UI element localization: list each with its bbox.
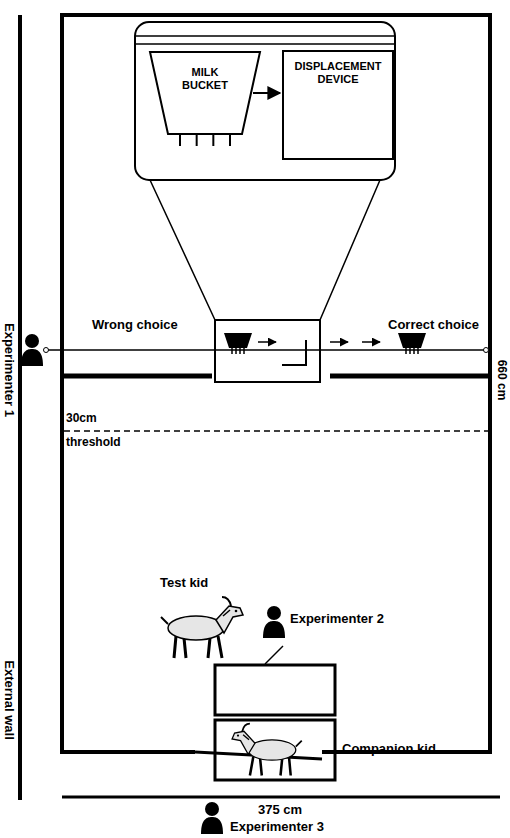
threshold-label: threshold (66, 436, 121, 450)
correct-bucket (398, 333, 426, 354)
choice-label: Correct choice (388, 318, 479, 333)
companion-kid-goat (232, 724, 302, 776)
inset-frame (135, 22, 395, 320)
choice-wire (44, 348, 489, 353)
correct-bucket (398, 333, 426, 354)
partition-walls (62, 374, 490, 379)
displacement-arrows (330, 341, 348, 343)
bucket-teat (212, 134, 214, 146)
experimenter-icon (201, 802, 223, 834)
milk-bucket: MILK BUCKET (150, 52, 260, 134)
node-text: MILK BUCKET (174, 66, 236, 92)
bucket-teat (196, 134, 198, 146)
test-kid-goat (161, 597, 243, 658)
start-boxes (265, 646, 283, 664)
node-text: DISPLACEMENT DEVICE (292, 60, 384, 86)
choice-wire (484, 348, 489, 353)
inset-frame (150, 180, 380, 320)
central-device (215, 320, 320, 382)
inset-frame (135, 22, 395, 180)
experimenter-icon (21, 334, 285, 834)
wall-label: External wall (2, 660, 17, 739)
start-boxes (215, 646, 335, 780)
inset-frame (135, 36, 395, 44)
dimension-label: 375 cm (258, 803, 302, 818)
companion-kid-goat (232, 724, 302, 776)
external-wall (20, 15, 21, 800)
threshold-label: 30cm (66, 412, 97, 426)
choice-wire (44, 348, 49, 353)
bucket-outline (150, 52, 260, 134)
experimenter-icon (263, 606, 285, 638)
central-device (215, 320, 320, 382)
start-boxes (215, 720, 335, 780)
arena-walls (60, 13, 500, 797)
bucket-outline (150, 52, 260, 134)
animal-label: Companion kid (342, 742, 436, 757)
threshold-line (64, 431, 488, 432)
choice-label: Wrong choice (92, 318, 178, 333)
animal-label: Test kid (160, 576, 208, 591)
experimenter-icon (21, 334, 43, 366)
bucket-teat (229, 134, 231, 146)
arena-walls (60, 13, 492, 754)
test-kid-goat (161, 597, 243, 658)
displacement-arrows (362, 341, 380, 343)
threshold-line (64, 430, 488, 432)
displacement-device: DISPLACEMENT DEVICE (282, 50, 394, 160)
central-device (282, 340, 306, 365)
central-device (258, 341, 276, 343)
bucket-teat (179, 134, 181, 146)
central-device (224, 333, 252, 354)
experimenter-label: Experimenter 2 (290, 612, 384, 627)
connector-arrow (253, 92, 280, 94)
external-wall (18, 15, 22, 800)
start-boxes (215, 665, 335, 715)
choice-wire (46, 349, 486, 351)
arena-walls (62, 796, 500, 799)
displacement-arrows (330, 341, 380, 343)
partition-walls (62, 374, 490, 379)
experimenter-label: Experimenter 1 (2, 323, 17, 417)
experimenter-label: Experimenter 3 (230, 820, 324, 835)
dimension-label: 660 cm (494, 360, 508, 401)
